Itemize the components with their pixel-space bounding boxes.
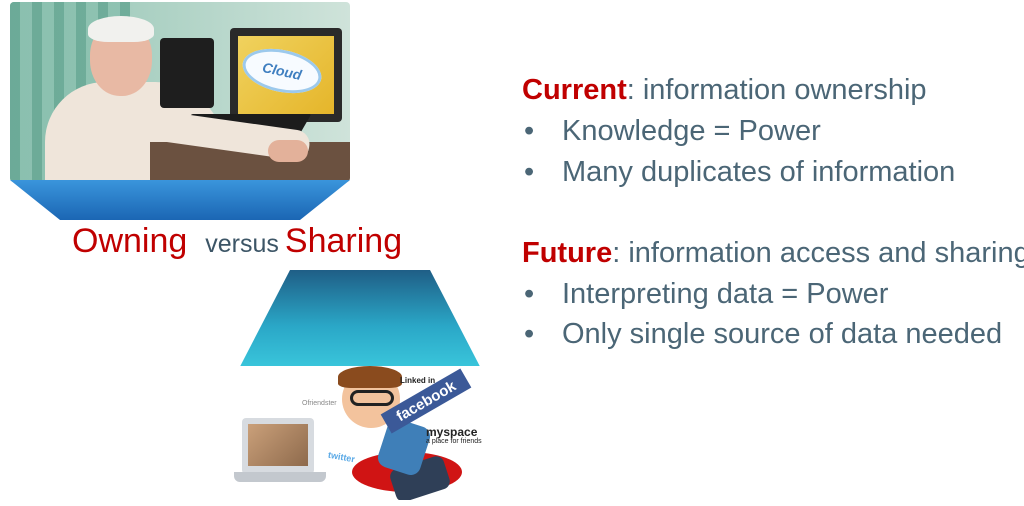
current-rest: : information ownership (626, 74, 927, 106)
glasses-icon (350, 390, 394, 406)
hand (268, 140, 308, 162)
photo-man-at-computer: Cloud (10, 2, 350, 182)
top-funnel-shape (10, 180, 350, 220)
current-heading: Current: information ownership (522, 74, 927, 107)
myspace-label: myspace (426, 425, 478, 439)
future-key: Future (522, 237, 613, 269)
linkedin-logo: Linked in (400, 376, 436, 385)
cartoon-hair (338, 366, 402, 388)
photo-social-media: facebook Linked in twitter Ofriendster m… (232, 366, 488, 500)
future-heading: Future: information access and sharing (522, 237, 1024, 270)
bottom-funnel-shape (232, 270, 488, 382)
speaker (160, 38, 214, 108)
hair (88, 16, 154, 42)
current-bullet-1-text: Knowledge = Power (562, 115, 821, 147)
bullet-dot: • (524, 278, 535, 310)
owning-versus-sharing-caption: Owning versus Sharing (72, 222, 432, 270)
bullet-dot: • (524, 156, 535, 188)
future-rest: : information access and sharing (612, 237, 1024, 269)
laptop-base (234, 472, 326, 482)
current-key: Current (522, 74, 627, 106)
owning-label: Owning (72, 222, 188, 260)
future-bullet-1-text: Interpreting data = Power (562, 278, 889, 310)
future-bullet-2-text: Only single source of data needed (562, 318, 1003, 350)
current-bullet-2-text: Many duplicates of information (562, 156, 956, 188)
friendster-logo: Ofriendster (302, 400, 337, 407)
twitter-logo: twitter (327, 449, 356, 465)
myspace-logo: myspace a place for friends (426, 426, 482, 445)
versus-label: versus (205, 230, 279, 258)
laptop-screen (248, 424, 308, 466)
myspace-tagline: a place for friends (426, 438, 482, 445)
bullet-dot: • (524, 115, 535, 147)
cloud-label: Cloud (260, 59, 304, 83)
sharing-label: Sharing (284, 222, 403, 260)
bullet-dot: • (524, 318, 535, 350)
